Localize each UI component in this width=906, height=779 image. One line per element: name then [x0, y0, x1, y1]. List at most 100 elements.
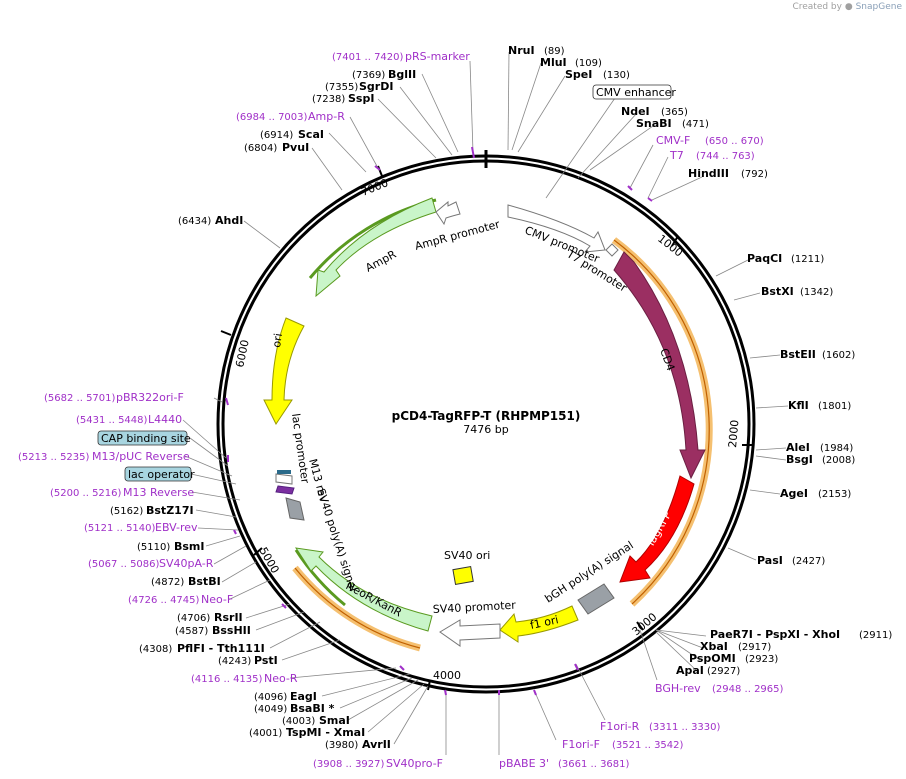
label-paer7i-pspxi-xhoi[interactable]: PaeR7I - PspXI - XhoI [710, 628, 840, 641]
feature-sv40-ori-box[interactable] [452, 565, 474, 586]
highlight-arc-cd4-tagrfp-line [613, 239, 710, 605]
label-bstxi[interactable]: BstXI [761, 285, 794, 298]
label-paer7i-pos: (2911) [859, 630, 892, 641]
label-sgrdi-pos: (7355) [325, 82, 358, 93]
label-apai[interactable]: ApaI [676, 664, 704, 677]
feature-cmv-promoter-arrow[interactable] [507, 204, 606, 253]
feature-ori-arrow[interactable] [263, 317, 305, 425]
label-paqci-pos: (1211) [791, 254, 824, 265]
label-ebv-rev: EBV-rev [155, 521, 198, 534]
label-pasi[interactable]: PasI [757, 554, 783, 567]
label-pspomi[interactable]: PspOMI [689, 652, 736, 665]
feature-lac-promoter-arrow[interactable] [275, 473, 293, 485]
label-rsrii-pos: (4706) [177, 613, 210, 624]
label-mlui-pos: (109) [575, 58, 602, 69]
feature-ampr-promoter-arrow[interactable] [435, 200, 461, 226]
feature-f1-ori-arrow[interactable] [499, 605, 579, 643]
label-pflfi-tth111i[interactable]: PflFI - Tth111I [177, 642, 265, 655]
highlight-arc-neo [294, 549, 346, 607]
label-spei-pos: (130) [603, 70, 630, 81]
label-hindiii[interactable]: HindIII [688, 167, 729, 180]
label-sspi[interactable]: SspI [348, 92, 374, 105]
label-smai[interactable]: SmaI [319, 714, 350, 727]
label-tspmi-xmai[interactable]: TspMI - XmaI [286, 726, 365, 739]
label-avrii[interactable]: AvrII [362, 738, 391, 751]
label-prs-marker: pRS-marker [405, 50, 470, 63]
label-pspomi-pos: (2923) [745, 654, 778, 665]
label-neo-r-pos: (4116 .. 4135) [191, 674, 263, 685]
label-bstbi-pos: (4872) [151, 577, 184, 588]
label-nrui[interactable]: NruI [508, 44, 535, 57]
label-pasi-pos: (2427) [792, 556, 825, 567]
label-bsshii-pos: (4587) [175, 626, 208, 637]
feature-bgh-polya-box[interactable] [577, 583, 615, 615]
label-scai-pos: (6914) [260, 130, 293, 141]
label-spei[interactable]: SpeI [565, 68, 592, 81]
label-m13-puc-reverse-pos: (5213 .. 5235) [18, 452, 90, 463]
label-bsgi[interactable]: BsgI [786, 453, 813, 466]
label-bsabi[interactable]: BsaBI * [290, 702, 335, 715]
label-neo-r: Neo-R [264, 672, 298, 685]
tick-2000: 2000 [726, 419, 741, 448]
feature-cap-binding-box[interactable] [277, 470, 291, 474]
label-cmv-f: CMV-F [656, 134, 690, 147]
label-bglii-pos: (7369) [352, 70, 385, 81]
feature-t7-promoter-arrow[interactable] [605, 243, 619, 257]
feature-neor-kanr-arrow[interactable] [294, 547, 433, 632]
label-eagi[interactable]: EagI [290, 690, 317, 703]
label-pflfi-pos: (4308) [139, 644, 172, 655]
label-kfli[interactable]: KflI [788, 399, 809, 412]
label-agei[interactable]: AgeI [780, 487, 808, 500]
label-bsgi-pos: (2008) [822, 455, 855, 466]
label-m13-reverse-pos: (5200 .. 5216) [50, 488, 122, 499]
label-apai-pos: (2927) [707, 666, 740, 677]
label-bstz17i-pos: (5162) [110, 506, 143, 517]
label-scai[interactable]: ScaI [298, 128, 324, 141]
label-sv40-ori: SV40 ori [444, 549, 490, 562]
label-ebv-rev-pos: (5121 .. 5140) [84, 523, 156, 534]
label-rsrii[interactable]: RsrII [214, 611, 243, 624]
label-pvui[interactable]: PvuI [282, 141, 309, 154]
label-sgrdi[interactable]: SgrDI [359, 80, 393, 93]
label-sv40pa-r: SV40pA-R [159, 557, 214, 570]
label-paqci[interactable]: PaqCI [747, 252, 782, 265]
label-neo-f-pos: (4726 .. 4745) [128, 595, 200, 606]
label-amp-r-pos: (6984 .. 7003) [236, 112, 308, 123]
feature-m13-rev-arrow[interactable] [275, 485, 295, 495]
label-psti-pos: (4243) [218, 656, 251, 667]
label-sv40pa-r-pos: (5067 .. 5086) [88, 559, 160, 570]
feature-sv40-polya-box[interactable] [285, 497, 305, 521]
label-ampr-promoter: AmpR promoter [413, 218, 501, 253]
feature-sv40-promoter-arrow[interactable] [439, 619, 501, 647]
tick-6000: 6000 [233, 339, 252, 369]
label-bstbi[interactable]: BstBI [188, 575, 221, 588]
feature-ampr-arrow[interactable] [315, 197, 437, 298]
cap-binding-site-box [97, 430, 188, 446]
label-nrui-pos: (89) [544, 46, 565, 57]
label-ndei[interactable]: NdeI [621, 105, 650, 118]
feature-tagrfp-arrow[interactable] [619, 475, 695, 583]
feature-cd4-arrow[interactable] [613, 251, 706, 480]
label-pbabe-3: pBABE 3' [499, 757, 549, 770]
label-pbabe-3-pos: (3661 .. 3681) [558, 759, 630, 770]
leader-lines [182, 51, 789, 755]
label-bstz17i[interactable]: BstZ17I [146, 504, 194, 517]
label-bsshii[interactable]: BssHII [212, 624, 251, 637]
label-lac-operator: lac operator [128, 468, 195, 481]
label-psti[interactable]: PstI [254, 654, 278, 667]
label-alei[interactable]: AleI [786, 441, 810, 454]
label-xbai[interactable]: XbaI [700, 640, 728, 653]
label-ahdi-pos: (6434) [178, 216, 211, 227]
label-tspmi-pos: (4001) [249, 728, 282, 739]
label-f1ori-r: F1ori-R [600, 720, 640, 733]
label-ahdi[interactable]: AhdI [215, 214, 243, 227]
label-bsteii[interactable]: BstEII [780, 348, 816, 361]
plasmid-name: pCD4-TagRFP-T (RHPMP151) [392, 409, 581, 423]
label-ori: ori [270, 332, 285, 348]
label-snabi[interactable]: SnaBI [636, 117, 672, 130]
label-bgh-rev-pos: (2948 .. 2965) [712, 684, 784, 695]
label-bglii[interactable]: BglII [388, 68, 416, 81]
label-mlui[interactable]: MluI [540, 56, 567, 69]
label-bsmi[interactable]: BsmI [174, 540, 205, 553]
